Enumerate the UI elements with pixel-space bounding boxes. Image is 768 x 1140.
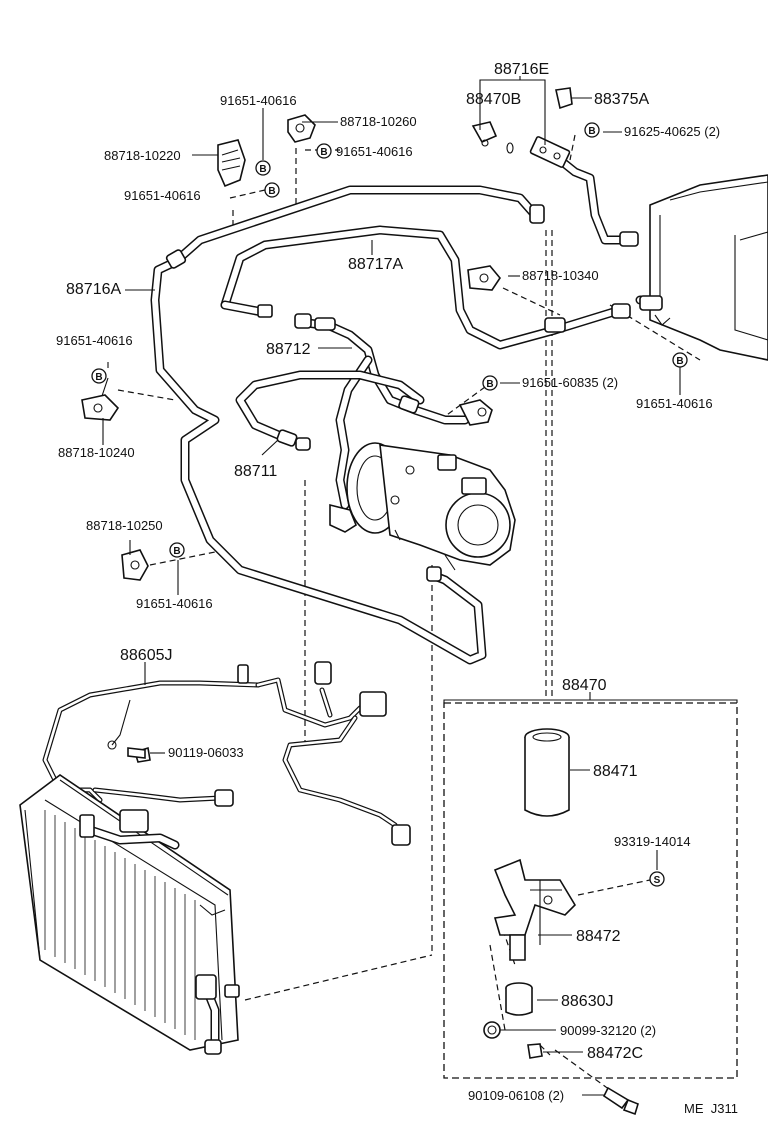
label-88718-10220: 88718-10220 bbox=[104, 148, 181, 163]
pipe-fittings bbox=[165, 204, 639, 582]
label-91651-40616-mid: 91651-40616 bbox=[336, 144, 413, 159]
badge-b-6: B bbox=[482, 375, 498, 391]
pressure-switch-88630J bbox=[505, 982, 533, 1016]
drier-assembly-box bbox=[443, 702, 738, 1079]
label-88472C: 88472C bbox=[587, 1045, 643, 1062]
receiver-drier-88471 bbox=[524, 728, 570, 817]
condenser bbox=[19, 774, 240, 1055]
label-91651-40616-left: 91651-40616 bbox=[124, 188, 201, 203]
label-88718-10250: 88718-10250 bbox=[86, 518, 163, 533]
badge-b-3: B bbox=[264, 182, 280, 198]
block-fitting-88716E bbox=[529, 136, 571, 168]
ac-pipes bbox=[150, 155, 705, 665]
label-91625-40625: 91625-40625 (2) bbox=[624, 124, 720, 139]
label-88375A: 88375A bbox=[594, 91, 649, 108]
label-88718-10260: 88718-10260 bbox=[340, 114, 417, 129]
bolt-90119-06033 bbox=[127, 747, 146, 759]
label-91651-40616-top: 91651-40616 bbox=[220, 93, 297, 108]
badge-b-4: B bbox=[584, 122, 600, 138]
badge-label: B bbox=[173, 546, 180, 557]
evaporator-unit bbox=[639, 174, 768, 361]
badge-b-1: B bbox=[255, 160, 271, 176]
badge-b-7: B bbox=[672, 352, 688, 368]
label-88712: 88712 bbox=[266, 341, 311, 358]
bolt-90109-06108 bbox=[602, 1086, 639, 1116]
clamps bbox=[81, 87, 573, 581]
leader-lines bbox=[101, 76, 681, 1096]
label-90109-06108: 90109-06108 (2) bbox=[468, 1088, 564, 1103]
clamp-88718-10340 bbox=[467, 265, 501, 291]
clamp-88718-10250 bbox=[121, 549, 149, 581]
label-91651-60835: 91651-60835 (2) bbox=[522, 375, 618, 390]
label-88716A: 88716A bbox=[66, 281, 121, 298]
badge-label: B bbox=[676, 356, 683, 367]
clamp-88718-10240 bbox=[81, 394, 120, 421]
label-88716E: 88716E bbox=[494, 61, 549, 78]
label-91651-40616-right: 91651-40616 bbox=[636, 396, 713, 411]
compressor bbox=[329, 442, 516, 571]
wiring-harness-88605J bbox=[42, 661, 411, 846]
label-88471: 88471 bbox=[593, 763, 638, 780]
badge-b-2: B bbox=[316, 143, 332, 159]
label-90099-32120: 90099-32120 (2) bbox=[560, 1023, 656, 1038]
badge-label: B bbox=[259, 164, 266, 175]
label-91651-40616-low: 91651-40616 bbox=[136, 596, 213, 611]
label-90119-06033: 90119-06033 bbox=[168, 745, 244, 760]
part-labels: 88716E 88470B 88375A 91625-40625 (2) 916… bbox=[56, 61, 738, 1116]
footer-code: ME J311 bbox=[684, 1101, 738, 1116]
clamp-88718-10260 bbox=[287, 114, 316, 143]
label-88472: 88472 bbox=[576, 928, 621, 945]
clamp-88718-10220 bbox=[217, 139, 246, 188]
label-88605J: 88605J bbox=[120, 647, 173, 664]
badge-label: B bbox=[486, 379, 493, 390]
label-93319-14014: 93319-14014 bbox=[614, 834, 691, 849]
label-88630J: 88630J bbox=[561, 993, 614, 1010]
badge-b-8: B bbox=[169, 542, 185, 558]
part-88375A bbox=[555, 87, 573, 110]
label-88711: 88711 bbox=[234, 463, 277, 480]
label-88718-10240: 88718-10240 bbox=[58, 445, 135, 460]
badge-label: B bbox=[588, 126, 595, 137]
o-ring-90099-32120 bbox=[483, 1021, 501, 1039]
label-88717A: 88717A bbox=[348, 256, 403, 273]
label-88470: 88470 bbox=[562, 677, 607, 694]
screw-88472C bbox=[527, 1043, 543, 1059]
badge-label: B bbox=[320, 147, 327, 158]
part-88470B bbox=[471, 121, 514, 154]
bracket-88472 bbox=[493, 858, 577, 961]
label-88470B: 88470B bbox=[466, 91, 521, 108]
badge-label: B bbox=[95, 372, 102, 383]
badge-label: B bbox=[268, 186, 275, 197]
badge-label: S bbox=[654, 875, 661, 886]
badge-b-5: B bbox=[91, 368, 107, 384]
label-91651-40616-side: 91651-40616 bbox=[56, 333, 133, 348]
badge-s-1: S bbox=[649, 871, 665, 887]
label-88718-10340: 88718-10340 bbox=[522, 268, 599, 283]
